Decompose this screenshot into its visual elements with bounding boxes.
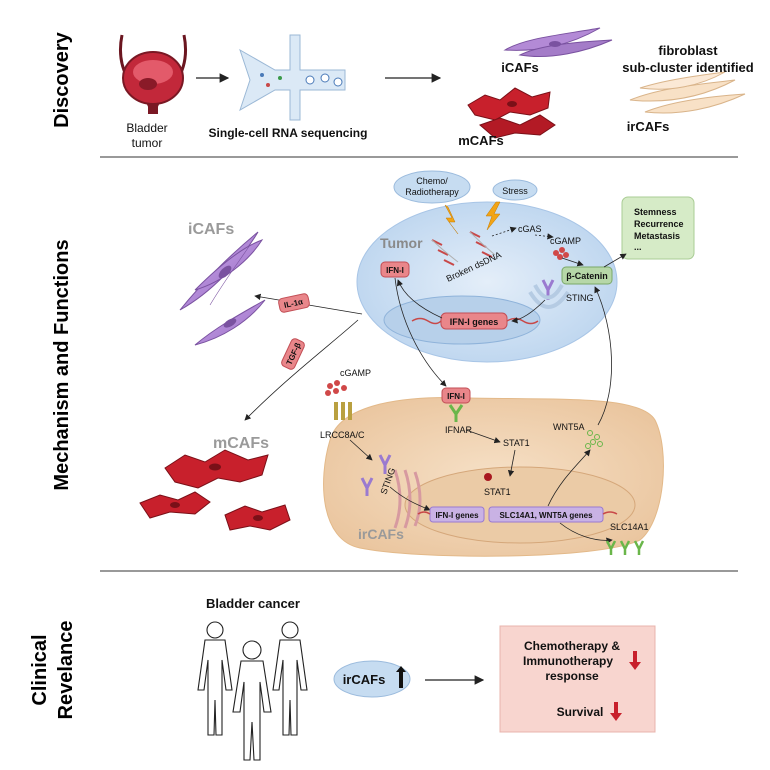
outcome-box-line-2: Immunotherapy: [523, 654, 613, 668]
caf-gene-box-2: [488, 506, 604, 523]
arrow-dsdna-cgas: [491, 226, 517, 237]
icafs-discovery-cells: [503, 27, 613, 58]
caf-gene-label-1: IFN-I genes: [435, 511, 479, 520]
mcafs-mechanism-cells: [139, 449, 291, 531]
stress-bubble: [492, 179, 538, 201]
icafs-mechanism-label: iCAFs: [188, 221, 234, 238]
mcafs-mechanism-label: mCAFs: [213, 435, 269, 452]
ifn-i-caf-box: [441, 387, 471, 404]
ifn-genes-tumor-label: IFN-I genes: [450, 317, 499, 327]
arrow-catenin-outcomes: [603, 253, 627, 268]
outcome-recurrence: Recurrence: [634, 219, 684, 229]
lrrc8-channel-icon: [334, 402, 352, 420]
cgas-label: cGAS: [518, 224, 542, 234]
ircaf-nucleus: [404, 466, 636, 544]
cgamp-caf-icon: [325, 380, 347, 396]
fibroblast-label-1: fibroblast: [658, 43, 718, 58]
sting-tumor-icon: [528, 279, 570, 309]
wnt5a-label: WNT5A: [553, 422, 585, 432]
wnt5a-dots-icon: [585, 430, 603, 449]
ifnar-label: IFNAR: [445, 425, 473, 435]
survival-label: Survival: [557, 705, 604, 719]
cgamp-tumor-label: cGAMP: [550, 236, 581, 246]
il1a-label: IL-1α: [283, 297, 304, 310]
up-arrow-icon: [396, 666, 406, 688]
beta-catenin-label: β-Catenin: [566, 271, 608, 281]
clinical-outcome-box: [499, 625, 656, 733]
cgamp-tumor-icon: [553, 247, 569, 260]
chemo-label-1: Chemo/: [416, 176, 448, 186]
chemo-bubble: [393, 170, 471, 204]
broken-dsdna-icon: [431, 231, 496, 266]
caf-gene-box-1: [429, 506, 485, 523]
caf-gene-label-2: SLC14A1, WNT5A genes: [499, 511, 593, 520]
arrow-ifnar-stat1: [465, 429, 501, 444]
arrow-genes-slc14a1: [559, 522, 613, 544]
sting-caf-icon: [360, 454, 392, 496]
lightning-icon: [444, 201, 501, 235]
arrow-tumor-ifni-caf: [394, 277, 447, 387]
bladder-tumor-label-2: tumor: [132, 136, 163, 150]
patients-icon: [197, 621, 308, 761]
arrow-sting-cafgenes: [389, 486, 431, 511]
icafs-discovery-label: iCAFs: [501, 60, 539, 75]
icafs-mechanism-cells: [179, 231, 266, 346]
il1a-tag: [278, 293, 310, 313]
stress-label: Stress: [502, 186, 528, 196]
arrow-sting-ifngenes: [511, 299, 546, 324]
ircafs-mechanism-label: irCAFs: [358, 526, 404, 542]
outcome-stemness: Stemness: [634, 207, 677, 217]
ifn-i-caf-label: IFN-I: [447, 392, 465, 401]
arrow-ifngenes-ifni: [396, 279, 443, 319]
microfluidics-icon: [239, 34, 346, 121]
outcome-box-line-1: Chemotherapy &: [524, 639, 620, 653]
section-label-discovery: Discovery: [51, 31, 73, 127]
er-membrane-icon: [393, 469, 422, 529]
beta-catenin-box: [561, 266, 613, 285]
slc14a1-receptor-icon: [605, 540, 645, 555]
arrow-stat1-nucleus: [507, 449, 516, 477]
ircafs-clinical-bubble: [333, 660, 411, 698]
outcomes-box: [621, 196, 695, 260]
arrow-wnt5a-catenin: [594, 286, 612, 426]
arrow-lrrc8-sting: [349, 439, 373, 461]
stat1-nuc-label: STAT1: [484, 487, 511, 497]
section-label-clinical-1: Clinical: [29, 634, 51, 705]
scrna-label: Single-cell RNA sequencing: [209, 126, 368, 140]
stat1-phospho-icon: [484, 473, 492, 481]
arrow-tumor-tgfb: [244, 319, 359, 421]
bladder-tumor-icon: [118, 34, 188, 114]
outcome-box-line-3: response: [545, 669, 599, 683]
slc14a1-label: SLC14A1: [610, 522, 649, 532]
ifn-i-tumor-box: [380, 261, 410, 278]
ircafs-discovery-label: irCAFs: [627, 119, 670, 134]
mcafs-discovery-cells: [467, 87, 556, 139]
ifn-i-tumor-label: IFN-I: [386, 266, 404, 275]
ircafs-clinical-label: irCAFs: [343, 672, 386, 687]
section-label-clinical-2: Revelance: [55, 621, 77, 720]
arrow-cgamp-catenin: [561, 257, 584, 267]
chemo-label-2: Radiotherapy: [405, 187, 459, 197]
sting-tumor-label: STING: [566, 293, 594, 303]
arrow-genes-wnt5a: [547, 449, 591, 507]
lrrc8-label: LRCC8A/C: [320, 430, 365, 440]
survival-down-arrow-icon: [610, 702, 622, 721]
bladder-cancer-label: Bladder cancer: [206, 596, 300, 611]
outcome-etc: ...: [634, 242, 642, 252]
arrow-cgas-cgamp: [534, 233, 554, 240]
outcome-metastasis: Metastasis: [634, 231, 680, 241]
tumor-label: Tumor: [380, 235, 423, 251]
stat1-cyto-label: STAT1: [503, 438, 530, 448]
bladder-tumor-label-1: Bladder: [126, 121, 167, 135]
tgfb-tag: [281, 338, 305, 370]
response-down-arrow-icon: [629, 651, 641, 670]
cgamp-caf-label: cGAMP: [340, 368, 371, 378]
mcafs-discovery-label: mCAFs: [458, 133, 504, 148]
ifnar-receptor-icon: [448, 404, 464, 422]
ircafs-discovery-cells: [629, 71, 746, 114]
fibroblast-label-2: sub-cluster identified: [622, 60, 754, 75]
section-label-mechanism: Mechanism and Functions: [51, 239, 73, 490]
